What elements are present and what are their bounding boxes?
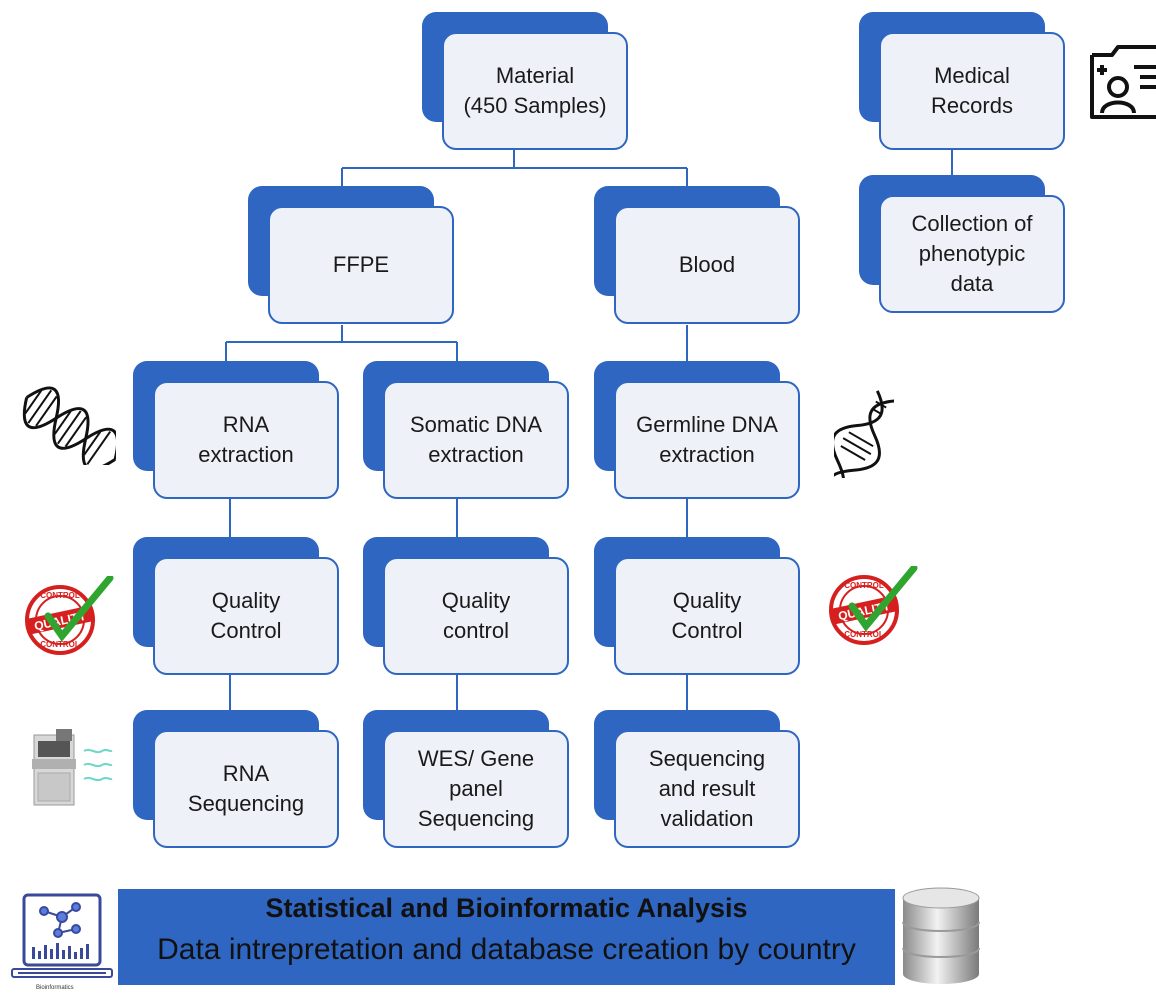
node-sequencing-validation-label: Sequencing and result validation bbox=[614, 730, 800, 848]
dna-helix-icon bbox=[834, 390, 894, 478]
stamp-top-text: CONTROL bbox=[40, 591, 80, 600]
stamp-top-text-2: CONTROL bbox=[844, 581, 884, 590]
dna-helix-icon bbox=[22, 386, 116, 465]
node-ffpe-label: FFPE bbox=[268, 206, 454, 324]
banner-title: Statistical and Bioinformatic Analysis bbox=[265, 893, 748, 923]
node-medical-records-label: Medical Records bbox=[879, 32, 1065, 150]
bioinformatics-monitor-icon bbox=[11, 893, 113, 978]
banner-subtitle: Data intrepretation and database creatio… bbox=[157, 933, 856, 966]
node-phenotypic-data-label: Collection of phenotypic data bbox=[879, 195, 1065, 313]
sequencer-icon bbox=[32, 729, 113, 806]
node-material-label: Material (450 Samples) bbox=[442, 32, 628, 150]
node-qc-germline-label: Quality Control bbox=[614, 557, 800, 675]
node-rna-extraction-label: RNA extraction bbox=[153, 381, 339, 499]
quality-control-stamp-icon: QUALITY CONTROL CONTROL bbox=[829, 566, 918, 645]
node-rna-sequencing-label: RNA Sequencing bbox=[153, 730, 339, 848]
stamp-bottom-text: CONTROL bbox=[40, 640, 80, 649]
analysis-banner: Statistical and Bioinformatic Analysis D… bbox=[118, 889, 895, 985]
node-somatic-dna-extraction-label: Somatic DNA extraction bbox=[383, 381, 569, 499]
node-germline-dna-extraction-label: Germline DNA extraction bbox=[614, 381, 800, 499]
node-qc-rna-label: Quality Control bbox=[153, 557, 339, 675]
node-wes-sequencing-label: WES/ Gene panel Sequencing bbox=[383, 730, 569, 848]
stamp-bottom-text-2: CONTROL bbox=[844, 630, 884, 639]
database-icon bbox=[902, 887, 980, 984]
quality-control-stamp-icon: QUALITY CONTROL CONTROL bbox=[25, 576, 114, 655]
bioinformatics-caption: Bioinformatics bbox=[36, 985, 74, 991]
node-qc-somatic-label: Quality control bbox=[383, 557, 569, 675]
node-blood-label: Blood bbox=[614, 206, 800, 324]
patient-record-icon bbox=[1090, 45, 1156, 119]
